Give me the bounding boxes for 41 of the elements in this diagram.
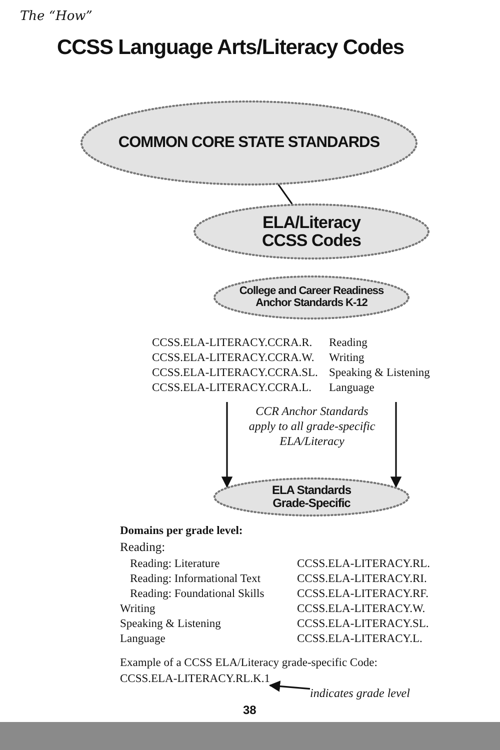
- connector-line: [268, 680, 310, 692]
- domain-text: Writing: [329, 351, 364, 365]
- domain-text: Reading: [329, 336, 368, 350]
- oval-node: [193, 203, 430, 260]
- note-text: CCR Anchor Standards apply to all grade-specific ELA/Literacy: [248, 404, 376, 449]
- node-label: ELA Standards Grade-Specific: [270, 484, 352, 510]
- example-code: CCSS.ELA-LITERACY.RL.K.1: [120, 672, 270, 687]
- domain-text: Speaking & Listening: [329, 366, 430, 380]
- code-text: CCSS.ELA-LITERACY.CCRA.W.: [152, 351, 314, 365]
- arrow: [221, 402, 233, 488]
- domain-text: Reading: Foundational Skills: [130, 587, 264, 601]
- code-text: CCSS.ELA-LITERACY.W.: [297, 602, 426, 616]
- code-text: CCSS.ELA-LITERACY.RL.: [297, 557, 430, 571]
- node-label: ELA/Literacy CCSS Codes: [261, 214, 362, 250]
- oval-node: [213, 275, 410, 320]
- node-label: COMMON CORE STATE STANDARDS: [118, 134, 380, 152]
- domain-text: Writing: [120, 602, 156, 616]
- code-text: CCSS.ELA-LITERACY.CCRA.R.: [152, 336, 312, 350]
- code-text: CCSS.ELA-LITERACY.RF.: [297, 587, 428, 601]
- arrow: [390, 402, 402, 488]
- page-number: 38: [243, 703, 256, 717]
- oval-node: [213, 477, 410, 517]
- code-text: CCSS.ELA-LITERACY.CCRA.SL.: [152, 366, 318, 380]
- domain-text: Reading: Literature: [130, 557, 220, 571]
- annotation-text: indicates grade level: [310, 686, 410, 701]
- domain-text: Language: [120, 632, 166, 646]
- example-text: Example of a CCSS ELA/Literacy grade-specific Code:: [120, 656, 378, 670]
- domain-text: Language: [329, 381, 374, 395]
- section-heading: Domains per grade level:: [120, 524, 243, 538]
- page-title: CCSS Language Arts/Literacy Codes: [57, 36, 404, 60]
- domain-text: Reading: Informational Text: [130, 572, 261, 586]
- code-text: CCSS.ELA-LITERACY.CCRA.L.: [152, 381, 312, 395]
- node-label: College and Career Readiness Anchor Standards K-12: [238, 286, 385, 310]
- oval-node: [80, 100, 418, 186]
- code-text: CCSS.ELA-LITERACY.SL.: [297, 617, 429, 631]
- section-header: The “How”: [20, 10, 92, 24]
- domain-text: Speaking & Listening: [120, 617, 221, 631]
- code-text: CCSS.ELA-LITERACY.RI.: [297, 572, 427, 586]
- code-text: CCSS.ELA-LITERACY.L.: [297, 632, 422, 646]
- connector-line: [278, 184, 293, 204]
- domain-text: Reading:: [120, 540, 166, 554]
